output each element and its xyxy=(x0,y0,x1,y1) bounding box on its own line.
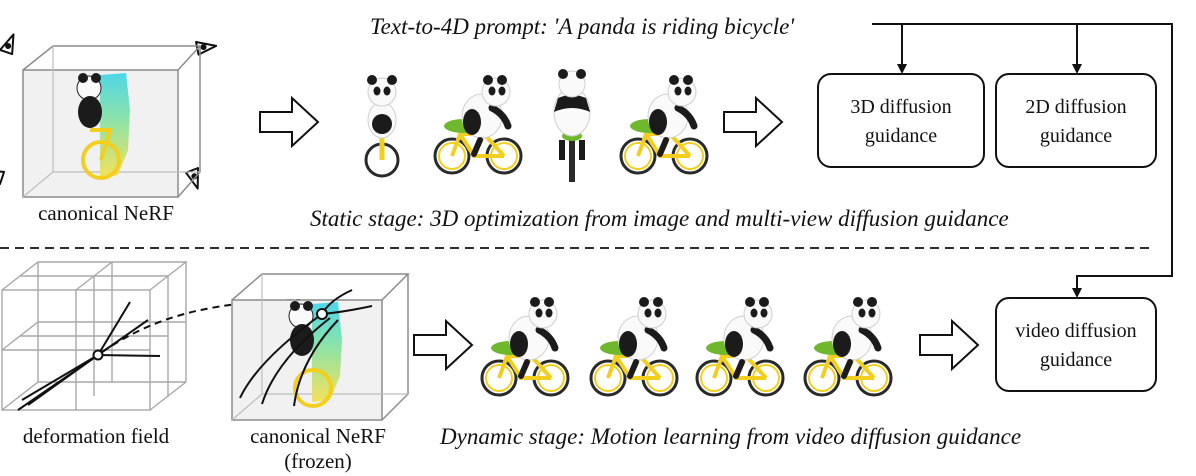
guidance-box-3d: 3D diffusion guidance xyxy=(817,73,985,168)
camera-icon xyxy=(0,33,21,59)
video-frame-3 xyxy=(697,297,783,395)
deformation-field: deformation field xyxy=(1,261,189,448)
dynamic-canonical-nerf: canonical NeRF (frozen) xyxy=(231,273,410,473)
prompt-routing-lines xyxy=(872,23,1173,298)
dynamic-flow-arrow-1 xyxy=(413,320,473,370)
dynamic-flow-arrow-2 xyxy=(919,320,979,370)
camera-icon xyxy=(189,33,218,61)
static-rendered-views xyxy=(364,69,707,182)
static-flow-arrow-2 xyxy=(723,97,783,147)
panda-view-front xyxy=(364,75,400,178)
video-box-line1: video diffusion xyxy=(1015,320,1136,342)
guidance-box-2d-line1: 2D diffusion xyxy=(1025,96,1126,118)
static-flow-arrow-1 xyxy=(259,97,319,147)
dynamic-canonical-frozen-label: (frozen) xyxy=(284,449,352,473)
prompt-text: Text-to-4D prompt: 'A panda is riding bi… xyxy=(370,14,795,39)
guidance-box-2d: 2D diffusion guidance xyxy=(995,73,1157,168)
dynamic-stage-caption: Dynamic stage: Motion learning from vide… xyxy=(439,424,1021,449)
video-frame-2 xyxy=(591,297,677,395)
video-diffusion-box: video diffusion guidance xyxy=(995,297,1157,392)
static-canonical-label: canonical NeRF xyxy=(38,201,174,225)
dynamic-canonical-label: canonical NeRF xyxy=(250,424,386,448)
guidance-box-3d-line1: 3D diffusion xyxy=(850,96,951,118)
panda-view-side xyxy=(435,75,521,173)
camera-icon xyxy=(181,163,208,190)
guidance-box-3d-line2: guidance xyxy=(865,125,937,147)
video-frame-1 xyxy=(482,297,568,395)
guidance-box-2d-line2: guidance xyxy=(1040,125,1112,147)
video-box-line2: guidance xyxy=(1040,349,1112,371)
static-stage-caption: Static stage: 3D optimization from image… xyxy=(310,206,1009,231)
dynamic-video-frames xyxy=(482,297,891,395)
static-canonical-nerf: canonical NeRF xyxy=(0,33,218,225)
camera-icon xyxy=(0,163,9,189)
panda-view-back xyxy=(553,69,591,182)
deformation-field-label: deformation field xyxy=(23,424,170,448)
panda-view-angled xyxy=(621,75,707,173)
video-frame-4 xyxy=(805,297,891,395)
